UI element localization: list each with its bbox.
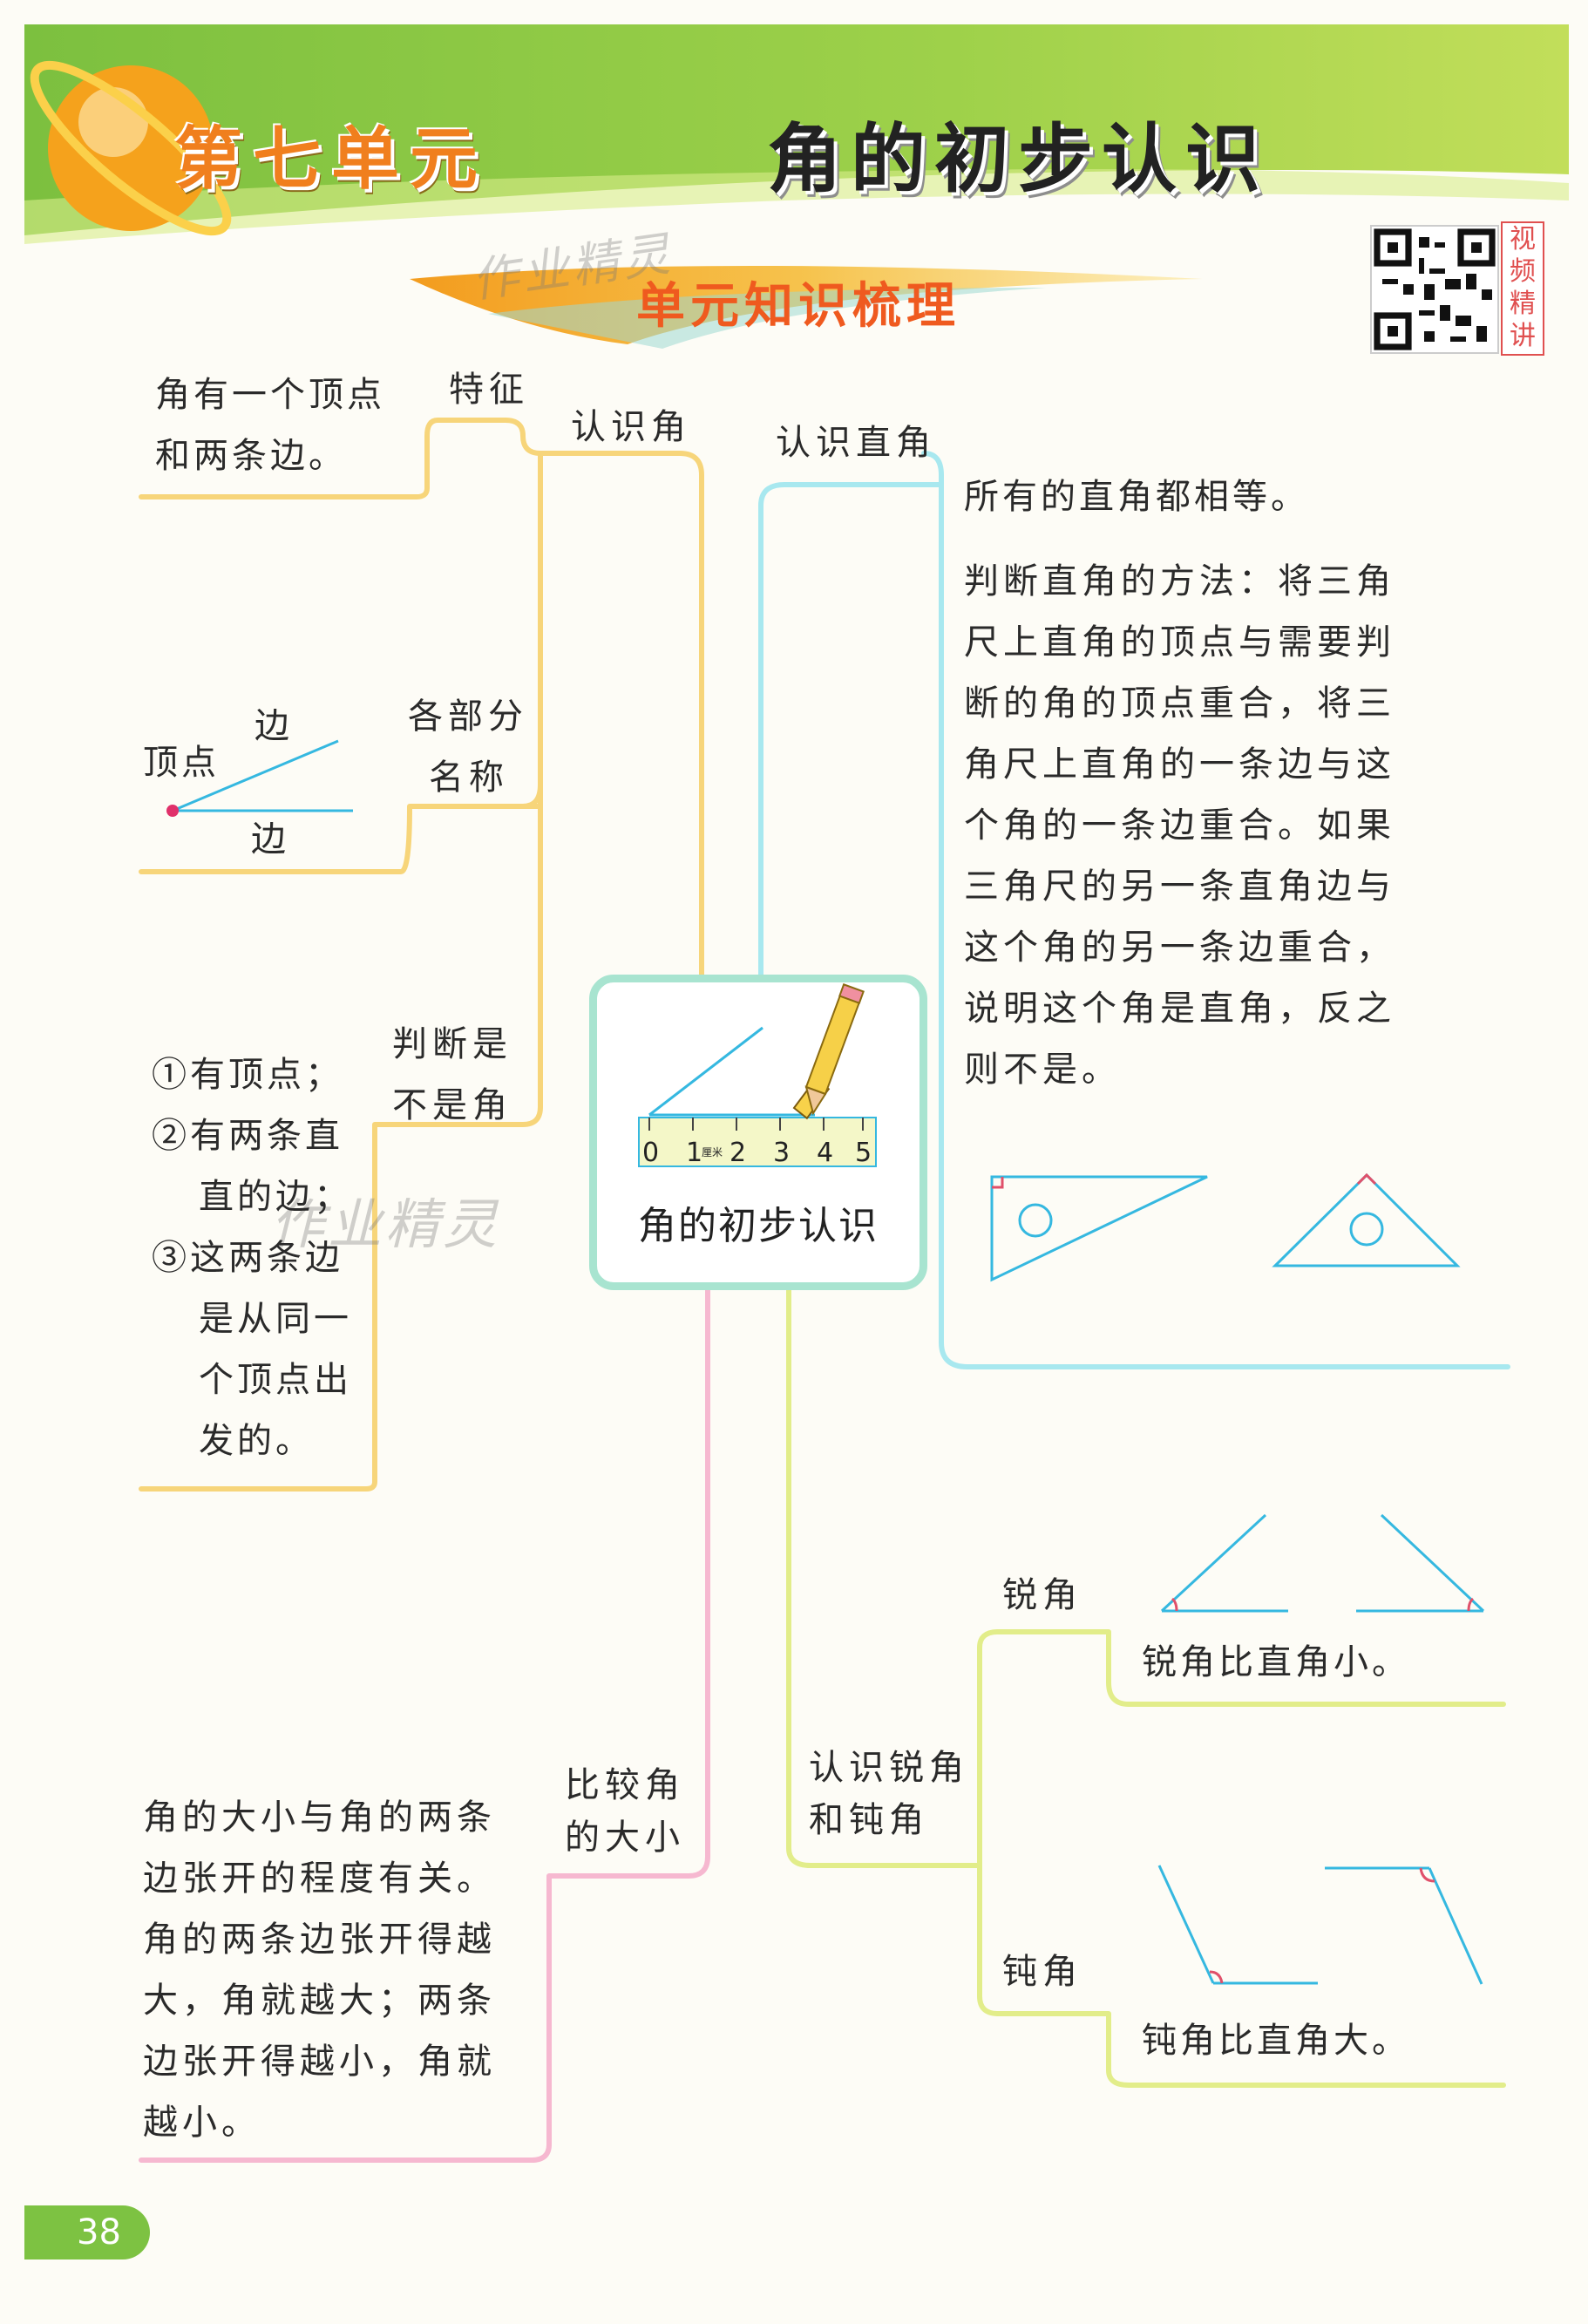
branch-compare-line2: 的大小 [565, 1818, 685, 1858]
branch-acute-obtuse-line1: 认识锐角 [809, 1748, 969, 1788]
center-node-label: 角的初步认识 [638, 1204, 879, 1248]
acute-angle-2 [1356, 1513, 1485, 1613]
planet-icon [30, 60, 232, 236]
ruler-tick-0: 0 [642, 1138, 660, 1168]
judge-label-line2: 不是角 [392, 1085, 512, 1125]
ruler-tick-4: 4 [817, 1138, 834, 1168]
parts-label-line1: 各部分 [408, 697, 528, 737]
section-subtitle: 单元知识梳理 [636, 278, 960, 335]
qr-code-icon [1374, 228, 1496, 350]
obtuse-angle-1 [1157, 1865, 1318, 1985]
acute-label: 锐角 [1002, 1575, 1082, 1615]
acute-angle-1 [1160, 1513, 1288, 1613]
right-angle-equal-text: 所有的直角都相等。 [964, 477, 1309, 517]
obtuse-text: 钝角比直角大。 [1142, 2021, 1410, 2061]
ruler-tick-3: 3 [773, 1138, 791, 1168]
angle-parts-diagram [166, 739, 353, 817]
judge-item-3d: 发的。 [199, 1421, 314, 1461]
judge-item-3: ③这两条边 [152, 1238, 343, 1278]
branch-recognize-angle: 认识角 [571, 407, 691, 447]
video-lesson-tag[interactable]: 视频精讲 [1501, 221, 1544, 356]
set-square-1 [990, 1175, 1208, 1282]
judge-item-1: ①有顶点； [152, 1055, 343, 1095]
judge-item-3c: 个顶点出 [199, 1360, 352, 1400]
page-number: 38 [24, 2205, 150, 2259]
unit-title: 第七单元 [174, 120, 489, 199]
compare-text: 角的大小与角的两条边张开的程度有关。角的两条边张开得越大，角就越大；两条边张开得… [143, 1797, 496, 2143]
parts-label-line2: 名称 [429, 758, 509, 798]
obtuse-label: 钝角 [1002, 1952, 1082, 1992]
set-square-2 [1272, 1172, 1461, 1267]
pencil-icon [792, 983, 865, 1120]
feature-text-line1: 角有一个顶点 [155, 375, 385, 415]
chapter-title: 角的初步认识 [767, 116, 1269, 203]
branch-acute-obtuse-line2: 和钝角 [809, 1800, 929, 1840]
branch-compare-line1: 比较角 [565, 1765, 685, 1805]
acute-text: 锐角比直角小。 [1142, 1642, 1410, 1682]
side-label-bottom: 边 [251, 819, 289, 860]
judge-item-2b: 直的边； [199, 1177, 352, 1217]
qr-code[interactable] [1370, 225, 1499, 354]
feature-label: 特征 [449, 370, 529, 410]
ruler-tick-1: 1 [686, 1138, 703, 1168]
ruler-tick-5: 5 [855, 1138, 872, 1168]
judge-item-2: ②有两条直 [152, 1116, 343, 1156]
vertex-label: 顶点 [143, 743, 220, 783]
branch-right-angle: 认识直角 [776, 423, 936, 463]
right-angle-method-text: 判断直角的方法：将三角尺上直角的顶点与需要判断的角的顶点重合，将三角尺上直角的一… [964, 561, 1395, 1090]
judge-label-line1: 判断是 [392, 1024, 512, 1064]
center-node: 0 1 厘米 2 3 4 5 [589, 975, 927, 1290]
side-label-top: 边 [254, 706, 293, 746]
ruler-tick-2: 2 [730, 1138, 747, 1168]
watermark-center: 作业精灵 [270, 1193, 501, 1256]
obtuse-angle-2 [1325, 1866, 1483, 1985]
feature-text-line2: 和两条边。 [155, 436, 347, 476]
ruler-unit: 厘米 [702, 1146, 723, 1159]
judge-item-3b: 是从同一 [199, 1299, 352, 1339]
ruler-diagram [638, 983, 877, 1167]
